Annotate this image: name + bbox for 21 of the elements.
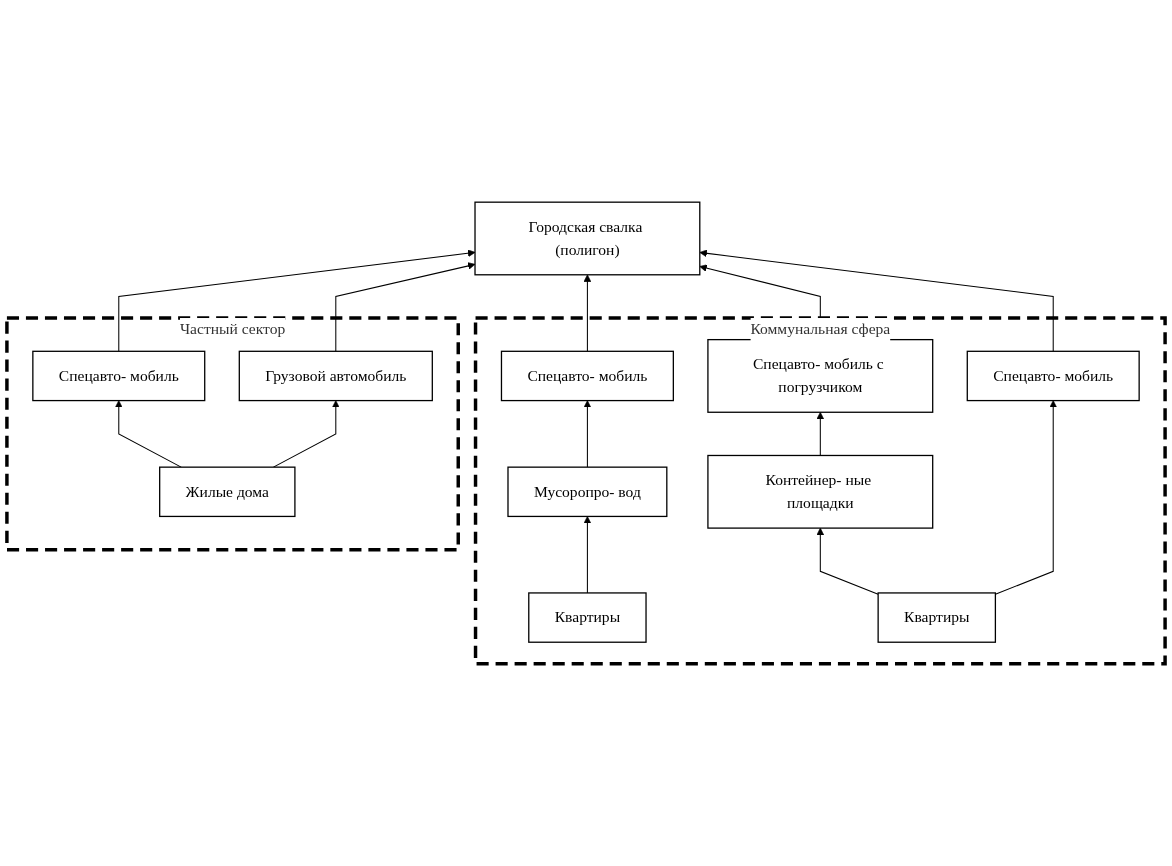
arrow xyxy=(583,400,592,468)
arrow xyxy=(118,249,476,352)
node-box: Грузовой автомобиль xyxy=(238,350,433,402)
node-box: Жилые дома xyxy=(159,466,296,518)
node-box: Мусоропро- вод xyxy=(507,466,668,518)
arrow xyxy=(816,411,825,456)
node-box: Квартиры xyxy=(877,592,997,643)
node-box: Спецавто- мобиль xyxy=(500,350,674,402)
arrow xyxy=(272,400,340,468)
arrow xyxy=(335,262,476,352)
node-box: Контейнер- ные площадки xyxy=(707,454,934,529)
node-box: Спецавто- мобиль xyxy=(32,350,206,402)
arrow xyxy=(583,274,592,352)
arrow xyxy=(583,516,592,594)
node-box: Спецавто- мобиль с погрузчиком xyxy=(707,339,934,413)
node-box: Городская свалка (полигон) xyxy=(474,201,701,276)
arrow xyxy=(816,527,879,595)
arrow xyxy=(115,400,182,468)
arrow xyxy=(994,400,1057,595)
node-box: Спецавто- мобиль xyxy=(966,350,1140,402)
node-box: Квартиры xyxy=(528,592,647,643)
